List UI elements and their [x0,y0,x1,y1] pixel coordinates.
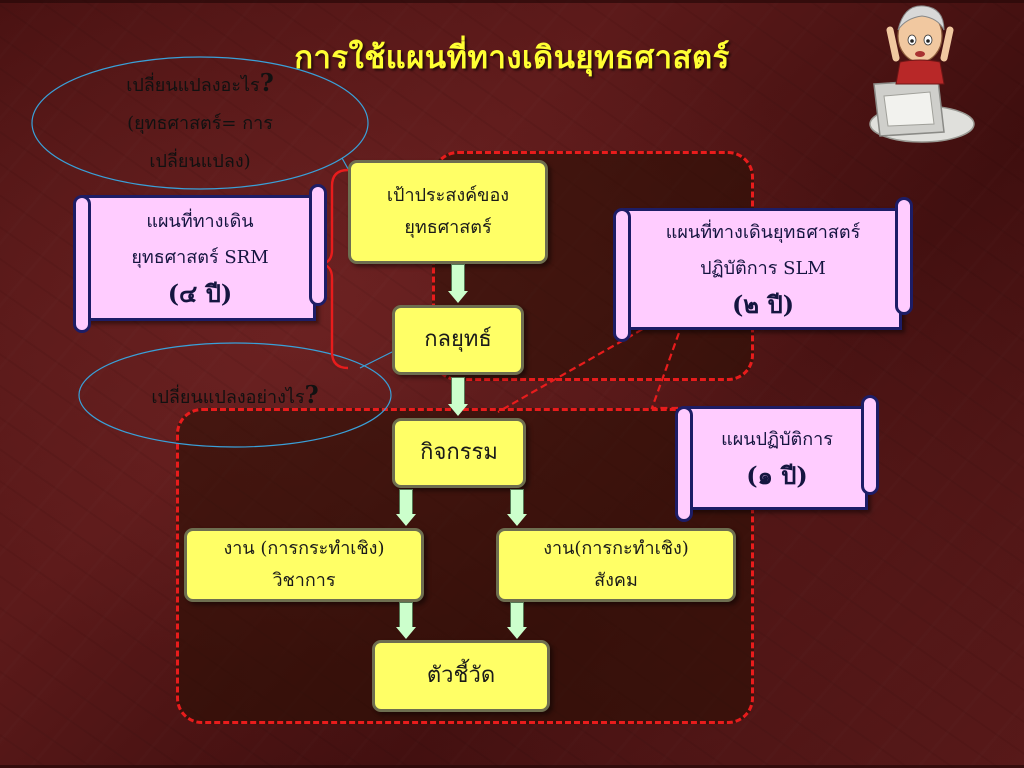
slm-line1: แผนที่ทางเดินยุทธศาสตร์ [665,222,861,243]
arrow-academic-to-indicator [396,602,416,639]
scroll-curl-left [73,195,91,333]
what-bubble-qmark: ? [259,68,274,97]
scroll-curl-left [613,208,631,342]
bottom-border [0,765,1024,768]
goal-box: เป้าประสงค์ของ ยุทธศาสตร์ [348,160,548,264]
social-work-box: งาน(การกะทำเชิง) สังคม [496,528,736,602]
what-bubble-line2: (ยุทธศาสตร์= การ [127,113,273,134]
arrow-strategy-to-activity [448,377,468,416]
srm-period: (๔ ปี) [167,279,233,308]
indicator-label: ตัวชี้วัด [426,663,496,688]
scroll-curl-right [861,395,879,495]
scroll-curl-left [675,406,693,522]
arrow-activity-to-academic [396,489,416,526]
academic-line1: งาน (การกระทำเชิง) [223,538,385,559]
scroll-curl-right [309,184,327,306]
goal-line1: เป้าประสงค์ของ [386,185,510,206]
academic-line2: วิชาการ [272,570,336,591]
slm-pointer-line-2 [650,301,692,410]
activity-label: กิจกรรม [420,440,498,465]
arrow-goal-to-strategy [448,264,468,303]
op-period: (๑ ปี) [746,461,808,490]
academic-work-box: งาน (การกระทำเชิง) วิชาการ [184,528,424,602]
social-line2: สังคม [594,570,638,591]
arrow-social-to-indicator [507,602,527,639]
srm-line2: ยุทธศาสตร์ SRM [131,247,269,268]
what-bubble: เปลี่ยนแปลงอะไร? (ยุทธศาสตร์= การ เปลี่ย… [80,64,320,181]
strategy-box: กลยุทธ์ [392,305,524,375]
social-line1: งาน(การกะทำเชิง) [543,538,689,559]
what-bubble-line3: เปลี่ยนแปลง) [149,151,251,172]
op-plan-scroll: แผนปฏิบัติการ (๑ ปี) [675,395,879,522]
scroll-curl-right [895,197,913,315]
slm-scroll: แผนที่ทางเดินยุทธศาสตร์ ปฏิบัติการ SLM (… [613,197,913,342]
how-bubble-qmark: ? [304,380,319,409]
slide-title: การใช้แผนที่ทางเดินยุทธศาสตร์ [294,40,730,76]
how-bubble: เปลี่ยนแปลงอย่างไร? [110,376,360,417]
what-bubble-line1: เปลี่ยนแปลงอะไร [126,75,260,96]
slm-line2: ปฏิบัติการ SLM [700,258,826,279]
how-bubble-line1: เปลี่ยนแปลงอย่างไร [151,387,305,408]
top-border [0,0,1024,3]
srm-scroll: แผนที่ทางเดิน ยุทธศาสตร์ SRM (๔ ปี) [73,184,327,333]
what-bubble-outline [31,56,369,190]
strategy-label: กลยุทธ์ [424,327,492,352]
op-line1: แผนปฏิบัติการ [721,429,833,450]
activity-box: กิจกรรม [392,418,526,488]
arrow-activity-to-social [507,489,527,526]
srm-line1: แผนที่ทางเดิน [146,211,254,232]
slm-period: (๒ ปี) [731,290,795,319]
how-bubble-outline [78,342,392,448]
goal-line2: ยุทธศาสตร์ [404,217,492,238]
indicator-box: ตัวชี้วัด [372,640,550,712]
